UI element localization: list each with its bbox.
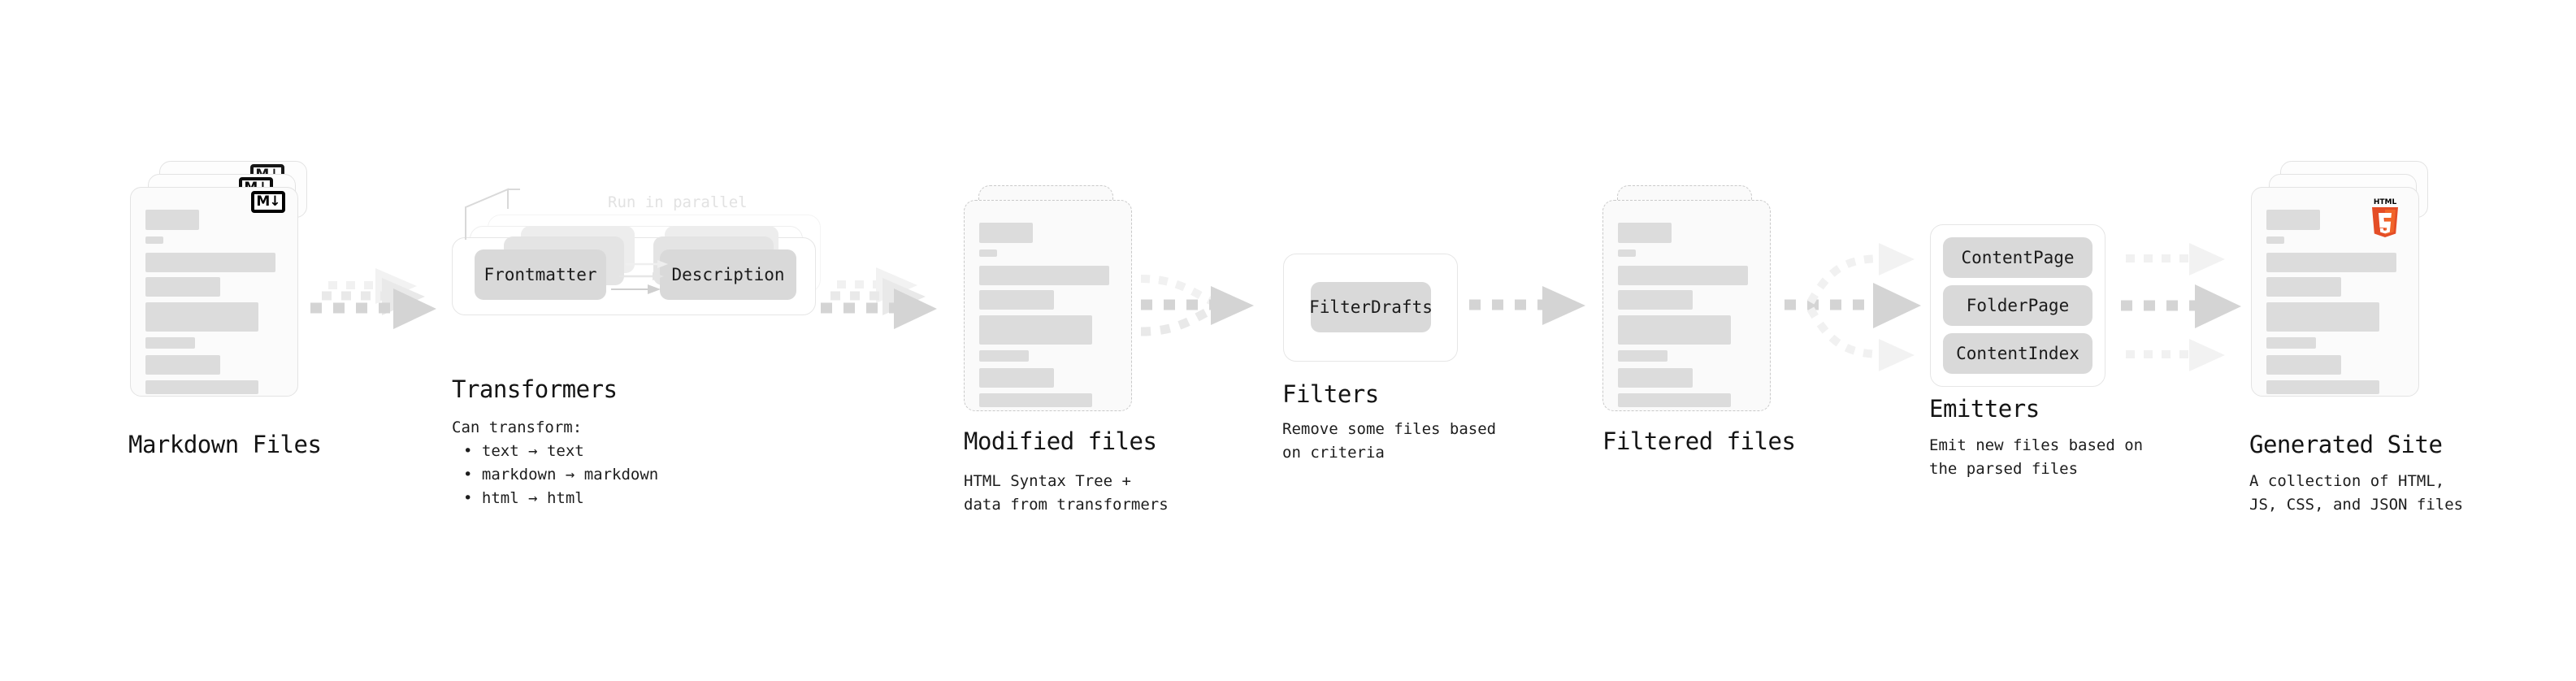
skeleton-bar	[1618, 290, 1693, 310]
transformers-annotation: Run in parallel	[608, 193, 748, 211]
markdown-letter: M	[256, 193, 270, 210]
skeleton-bar	[145, 210, 199, 230]
skeleton-bar	[2266, 236, 2284, 244]
skeleton-bar	[1618, 315, 1731, 345]
skeleton-bar	[145, 236, 163, 244]
skeleton-bar	[979, 315, 1092, 345]
skeleton-bar	[979, 368, 1054, 388]
transformers-description: Can transform: • text → text • markdown → …	[452, 416, 658, 510]
connector-modified-to-filters	[1140, 275, 1254, 336]
filters-description: Remove some files based on criteria	[1282, 420, 1497, 462]
skeleton-bar	[2266, 210, 2320, 230]
stage-label-filters: Filters	[1282, 380, 1379, 408]
skeleton-bar	[1618, 350, 1667, 362]
connector-filtered-to-emitters	[1785, 243, 1921, 371]
connector-emitters-to-site	[2121, 243, 2241, 371]
modified-card-front	[964, 200, 1132, 411]
markdown-icon: M↓	[251, 191, 285, 213]
skeleton-bar	[2266, 253, 2396, 272]
skeleton-bar	[979, 290, 1054, 310]
skeleton-bar	[1618, 223, 1672, 243]
stage-label-markdown-files: Markdown Files	[128, 431, 322, 458]
skeleton-bar	[1618, 266, 1748, 285]
skeleton-bar	[2266, 302, 2379, 332]
stage-label-modified-files: Modified files	[964, 427, 1157, 455]
transformers-bullet-1: • markdown → markdown	[463, 465, 659, 484]
skeleton-bar	[145, 277, 220, 297]
skeleton-bar	[2266, 337, 2316, 349]
skeleton-bar	[979, 350, 1029, 362]
filter-chip-filterdrafts[interactable]: FilterDrafts	[1309, 282, 1433, 332]
skeleton-bar	[1618, 249, 1636, 257]
emitter-chip-folderpage[interactable]: FolderPage	[1943, 285, 2092, 326]
skeleton-bar	[979, 223, 1033, 243]
stage-label-emitters: Emitters	[1929, 395, 2040, 423]
skeleton-bar	[145, 302, 258, 332]
stage-label-filtered-files: Filtered files	[1602, 427, 1796, 455]
svg-text:HTML: HTML	[2374, 198, 2397, 206]
transformer-chip-description[interactable]: Description	[660, 249, 796, 300]
modified-files-description: HTML Syntax Tree + data from transformer…	[964, 472, 1169, 514]
skeleton-bar	[979, 393, 1092, 407]
emitter-chip-contentindex[interactable]: ContentIndex	[1943, 333, 2092, 374]
transformer-chip-frontmatter[interactable]: Frontmatter	[475, 249, 606, 300]
emitter-chip-contentpage[interactable]: ContentPage	[1943, 237, 2092, 278]
filtered-card-front	[1602, 200, 1771, 411]
skeleton-bar	[145, 380, 258, 394]
skeleton-bar	[2266, 277, 2341, 297]
skeleton-bar	[145, 253, 275, 272]
markdown-arrow: ↓	[269, 193, 280, 210]
markdown-card-front	[130, 187, 298, 397]
connector-filters-to-filtered	[1469, 286, 1585, 325]
emitters-description: Emit new files based on the parsed files	[1929, 436, 2144, 478]
stage-label-transformers: Transformers	[452, 375, 618, 403]
skeleton-bar	[979, 249, 997, 257]
skeleton-bar	[1618, 393, 1731, 407]
skeleton-bar	[2266, 380, 2379, 394]
skeleton-bar	[2266, 355, 2341, 375]
skeleton-bar	[145, 337, 195, 349]
transformers-bullet-2: • html → html	[463, 488, 584, 507]
stage-label-generated-site: Generated Site	[2249, 431, 2443, 458]
connector-transformers-to-modified	[821, 267, 937, 329]
generated-site-description: A collection of HTML, JS, CSS, and JSON …	[2249, 472, 2464, 514]
skeleton-bar	[145, 355, 220, 375]
transformers-bullet-0: • text → text	[463, 441, 584, 460]
transformers-desc-head: Can transform:	[452, 419, 583, 436]
skeleton-bar	[1618, 368, 1693, 388]
skeleton-bar	[979, 266, 1109, 285]
html5-icon: HTML	[2366, 197, 2404, 239]
connector-markdown-to-transformers	[310, 268, 436, 329]
